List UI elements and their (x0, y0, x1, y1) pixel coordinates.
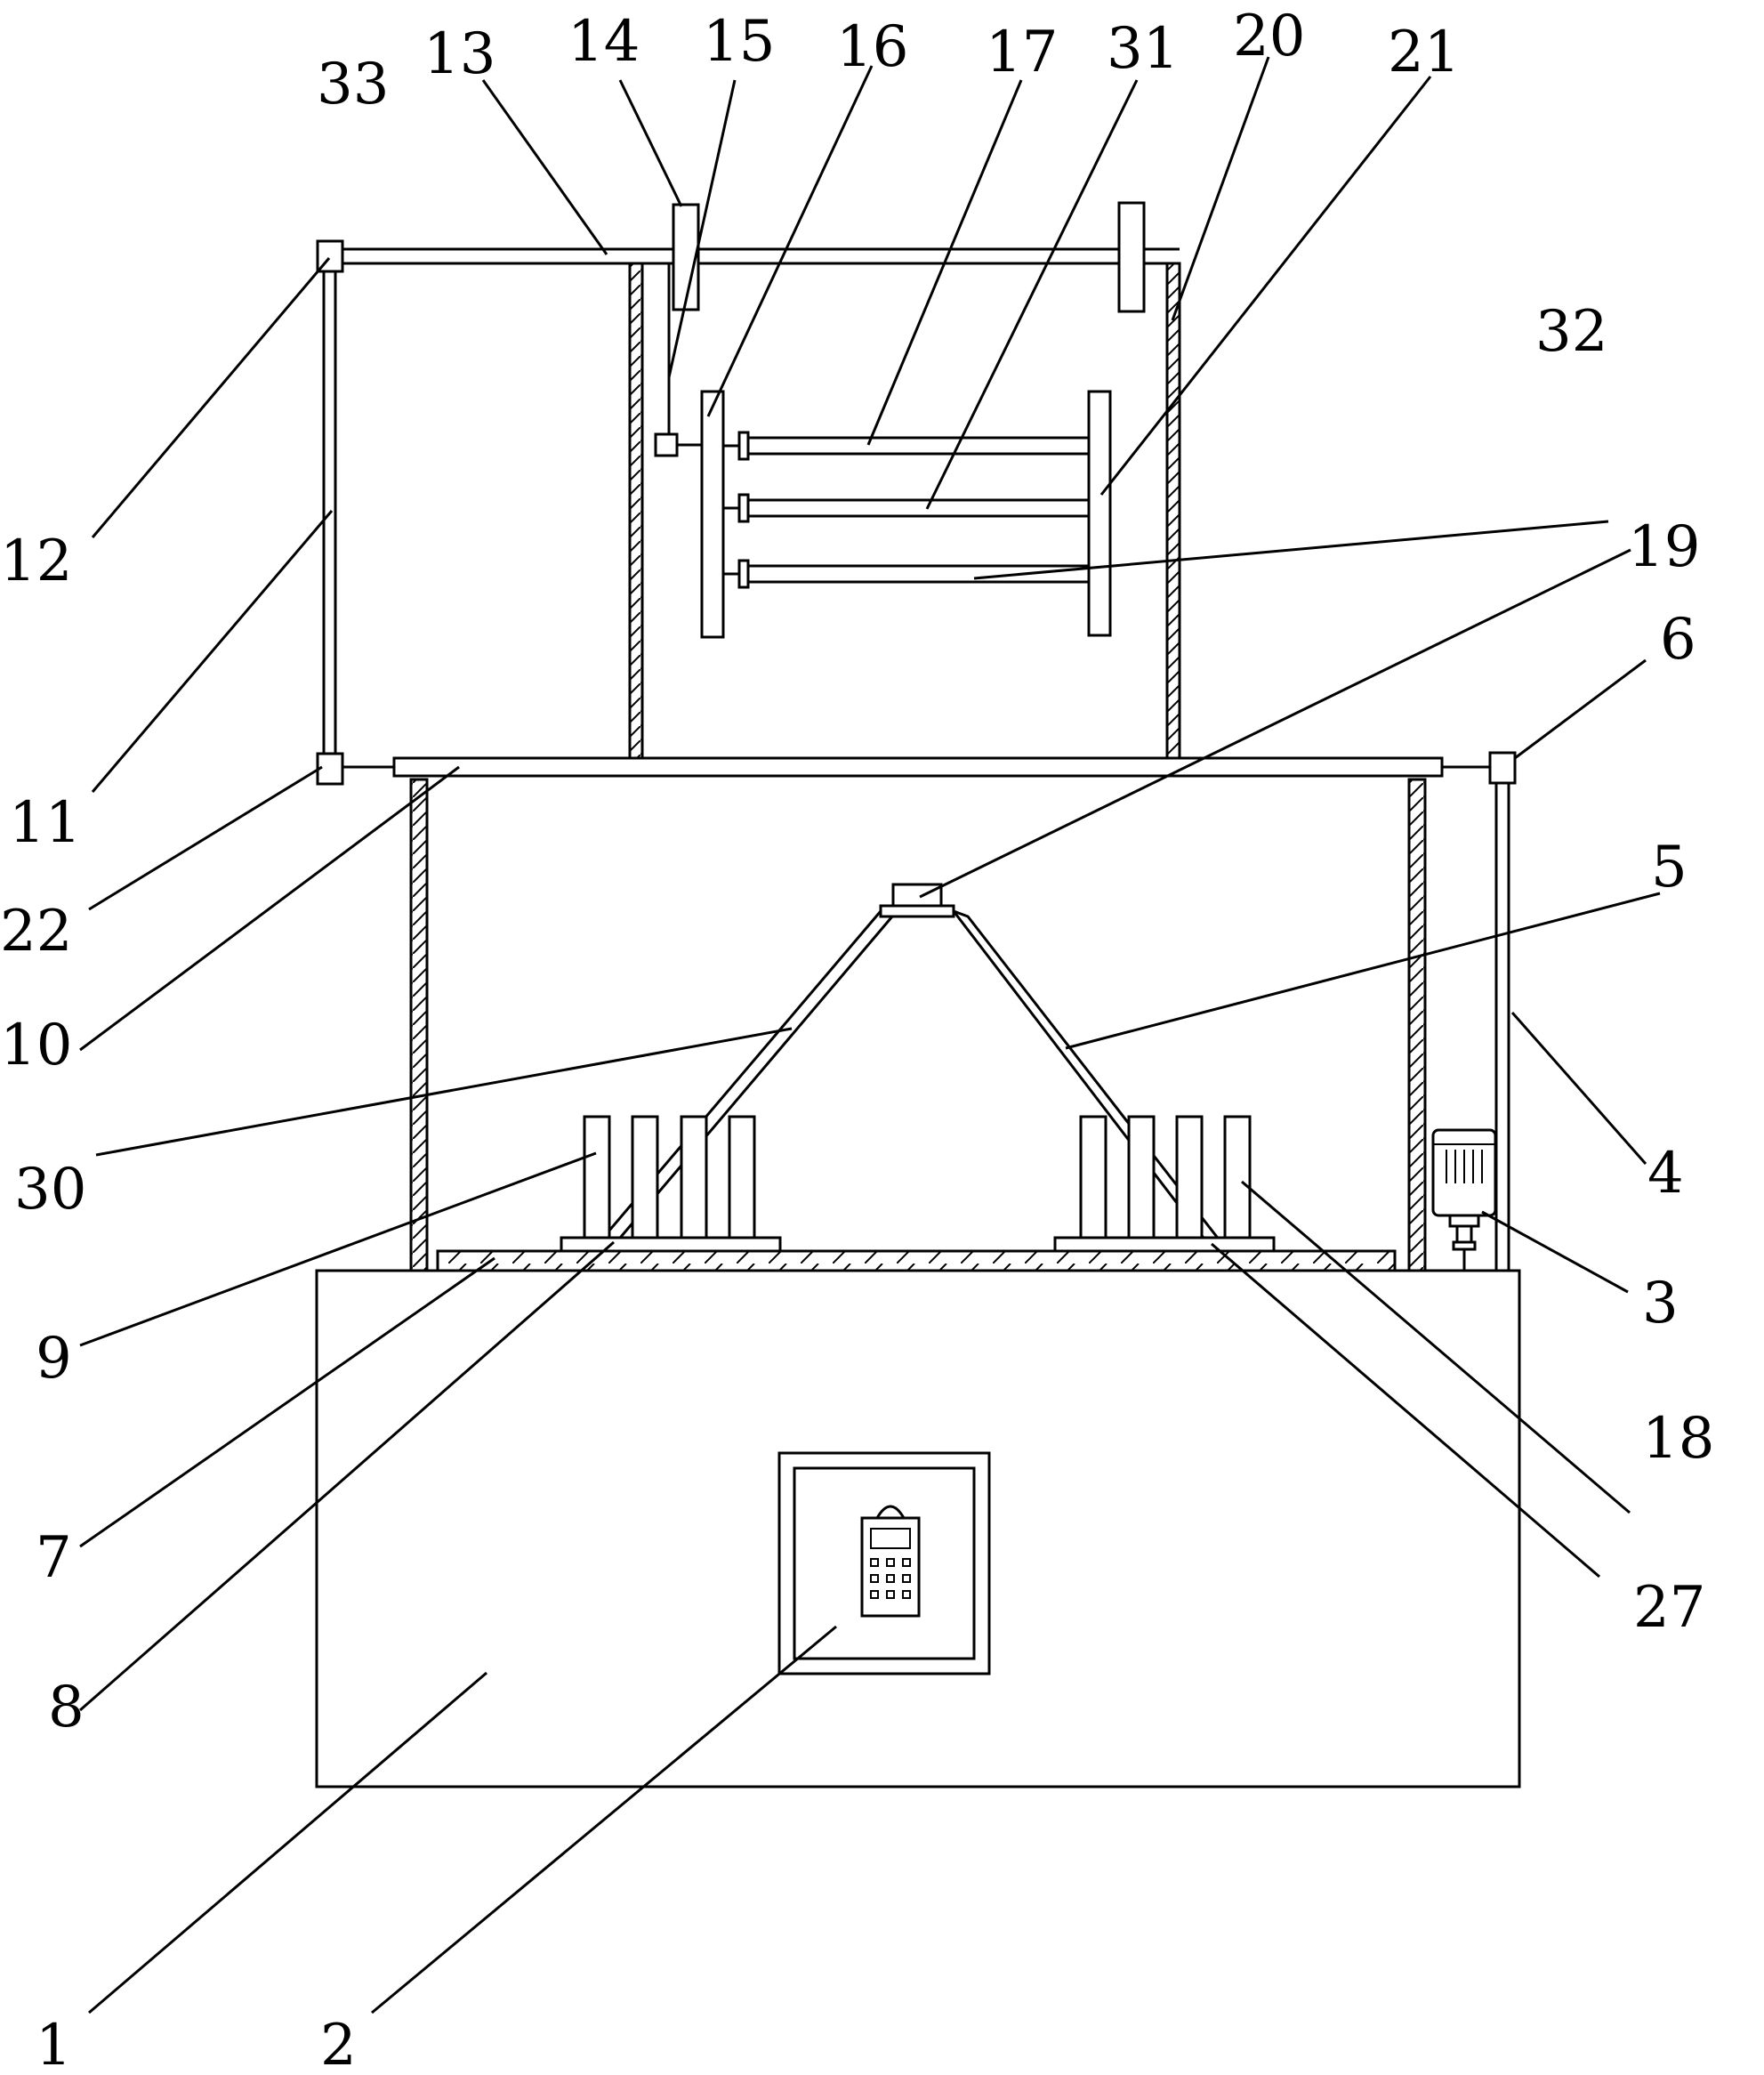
top-pulley-left (672, 203, 700, 311)
label-33: 33 (317, 52, 389, 117)
lower-right-column (1407, 778, 1427, 1272)
joint-block-6 (1488, 751, 1517, 785)
keypad-antenna (875, 1505, 906, 1519)
label-14: 14 (568, 9, 640, 75)
label-2: 2 (320, 2013, 357, 2075)
label-12: 12 (0, 529, 72, 594)
label-32: 32 (1535, 299, 1607, 365)
label-4: 4 (1647, 1141, 1684, 1207)
label-31: 31 (1107, 16, 1179, 82)
upper-left-column (628, 262, 644, 760)
keypad-body (860, 1516, 921, 1618)
label-13: 13 (423, 21, 495, 87)
rod-31 (743, 498, 1091, 518)
motor (1431, 1128, 1497, 1271)
top-pulley-right (1117, 201, 1146, 313)
label-20: 20 (1233, 4, 1305, 69)
label-16: 16 (836, 14, 908, 80)
right-posts (1079, 1115, 1252, 1239)
apex-plate (879, 904, 955, 918)
label-30: 30 (14, 1157, 86, 1223)
label-18: 18 (1642, 1406, 1714, 1472)
middle-beam (392, 756, 1444, 778)
control-panel (777, 1451, 991, 1675)
label-1: 1 (36, 2013, 72, 2075)
keypad-buttons (870, 1558, 911, 1599)
motor-flange (1448, 1214, 1480, 1228)
rod-31-collar (737, 493, 750, 523)
horizontal-rods (723, 431, 1091, 589)
left-posts (583, 1115, 756, 1239)
motor-shaft (1455, 1224, 1473, 1244)
motor-fins (1446, 1150, 1483, 1183)
left-post-base (560, 1236, 782, 1253)
lower-left-column (409, 778, 429, 1272)
label-22: 22 (0, 899, 72, 965)
label-3: 3 (1642, 1271, 1679, 1336)
label-5: 5 (1651, 835, 1687, 900)
joint-block-12 (316, 239, 344, 273)
label-11: 11 (9, 790, 81, 856)
label-6: 6 (1660, 607, 1696, 673)
right-post-base (1053, 1236, 1276, 1253)
rod-17 (743, 436, 1091, 456)
part-labels: 1 2 3 4 5 6 7 8 9 10 11 12 13 14 15 16 1… (0, 4, 1714, 2075)
left-vertical-plate (700, 390, 725, 639)
label-15: 15 (703, 9, 775, 75)
control-panel-inner (793, 1466, 976, 1660)
hanger-block (654, 432, 679, 457)
leader-lines (79, 56, 1661, 2014)
label-27: 27 (1633, 1575, 1705, 1641)
rod-32-collar (737, 559, 750, 589)
apex-block (891, 883, 943, 908)
label-10: 10 (0, 1013, 72, 1078)
control-panel-frame (777, 1451, 991, 1675)
label-17: 17 (986, 20, 1058, 85)
label-21: 21 (1388, 20, 1460, 85)
base-plate (436, 1249, 1397, 1272)
label-7: 7 (36, 1525, 72, 1591)
keypad-screen (870, 1528, 911, 1549)
label-9: 9 (36, 1326, 72, 1392)
upper-right-column (1165, 262, 1181, 760)
label-19: 19 (1628, 514, 1700, 580)
rod-17-collar (737, 431, 750, 461)
right-vertical-plate (1087, 390, 1112, 637)
label-8: 8 (48, 1675, 85, 1740)
motor-coupling (1452, 1240, 1477, 1251)
